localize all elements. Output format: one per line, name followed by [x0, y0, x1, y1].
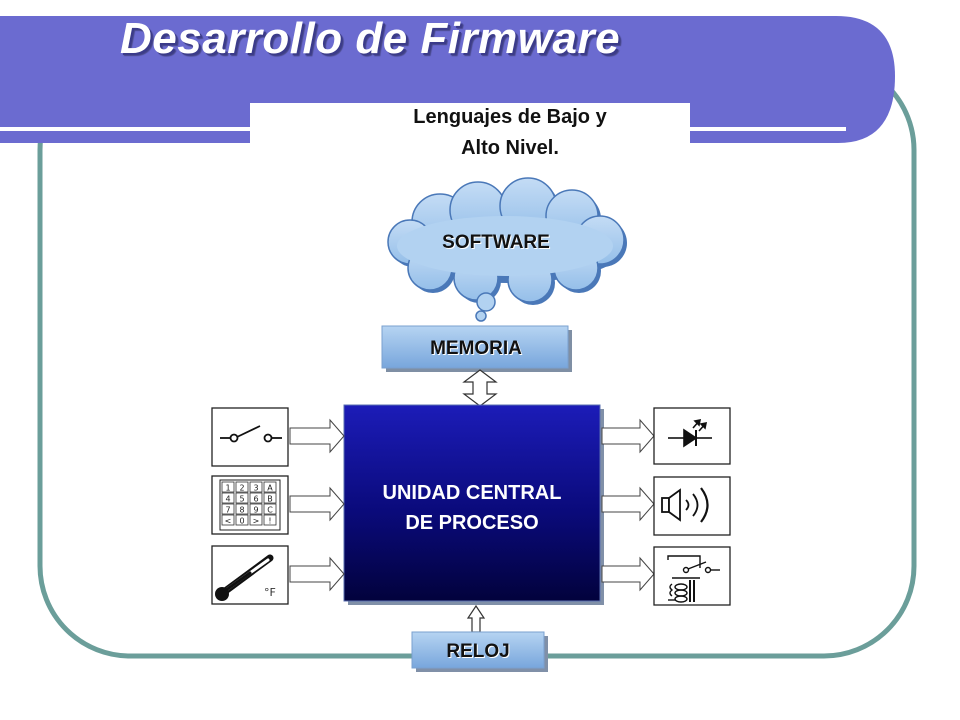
keypad-key-label: 8 — [239, 506, 244, 515]
keypad-key-label: 7 — [225, 506, 230, 515]
keypad-key-label: > — [253, 517, 260, 526]
keypad-key-label: 3 — [253, 484, 258, 493]
output-arrow-relay — [601, 556, 655, 592]
keypad-key-label: 0 — [239, 517, 244, 526]
slide-subtitle: Lenguajes de Bajo y Alto Nivel. — [350, 102, 670, 164]
keypad-key — [235, 514, 249, 526]
keypad-key — [221, 492, 235, 504]
keypad-key — [221, 481, 235, 493]
input-arrow-thermometer — [289, 556, 345, 592]
keypad-key — [263, 503, 277, 515]
keypad-key-label: 2 — [239, 484, 244, 493]
software-cloud — [387, 177, 627, 322]
switch-device-box — [211, 407, 289, 467]
keypad-key — [249, 514, 263, 526]
led-icon — [668, 418, 712, 448]
keypad-key-label: 9 — [253, 506, 258, 515]
cpu-label-line2: DE PROCESO — [405, 512, 538, 534]
memory-box — [381, 325, 569, 369]
keypad-key — [249, 503, 263, 515]
thermometer-icon — [215, 554, 274, 601]
speaker-icon — [661, 487, 709, 523]
memory-label-shadow: MEMORIA — [431, 339, 523, 360]
keypad-key — [249, 492, 263, 504]
keypad-key — [263, 481, 277, 493]
keypad-key-label: 6 — [253, 495, 258, 504]
keypad-key — [263, 514, 277, 526]
keypad-key — [235, 492, 249, 504]
keypad-key — [263, 492, 277, 504]
switch-icon — [220, 425, 282, 443]
software-label: SOFTWARE — [442, 232, 550, 253]
relay-device-box — [653, 546, 731, 606]
subtitle-line-2: Alto Nivel. — [461, 137, 559, 159]
keypad-key — [221, 514, 235, 526]
slide-title: Desarrollo de Firmware — [120, 14, 621, 63]
keypad-key-label: 4 — [225, 495, 230, 504]
keypad-key — [221, 503, 235, 515]
keypad-key-label: 1 — [225, 484, 230, 493]
clock-label-shadow: RELOJ — [447, 642, 510, 663]
keypad-key — [249, 481, 263, 493]
input-arrow-switch — [289, 418, 345, 454]
relay-icon — [667, 555, 720, 603]
output-arrow-led — [601, 418, 655, 454]
keypad-key-label: 5 — [239, 495, 244, 504]
subtitle-backdrop — [250, 103, 690, 165]
clock-box — [411, 631, 545, 669]
clock-cpu-arrow — [466, 604, 486, 633]
thermometer-unit: °F — [264, 586, 276, 599]
keypad-key-label: ! — [268, 517, 271, 526]
clock-label: RELOJ — [446, 641, 509, 662]
keypad-key — [235, 481, 249, 493]
subtitle-line-1: Lenguajes de Bajo y — [413, 106, 607, 128]
input-arrow-keypad — [289, 486, 345, 522]
keypad-key-label: A — [267, 484, 273, 493]
memory-label: MEMORIA — [430, 338, 522, 359]
cpu-box — [343, 404, 601, 602]
output-arrow-speaker — [601, 486, 655, 522]
keypad-key — [235, 503, 249, 515]
software-label-shadow: SOFTWARE — [443, 233, 551, 254]
cpu-label-line1: UNIDAD CENTRAL — [383, 482, 562, 504]
keypad-key-label: B — [267, 495, 273, 504]
keypad-key-label: C — [267, 506, 273, 515]
memory-cpu-arrow — [462, 369, 498, 407]
keypad-key-label: < — [225, 517, 232, 526]
